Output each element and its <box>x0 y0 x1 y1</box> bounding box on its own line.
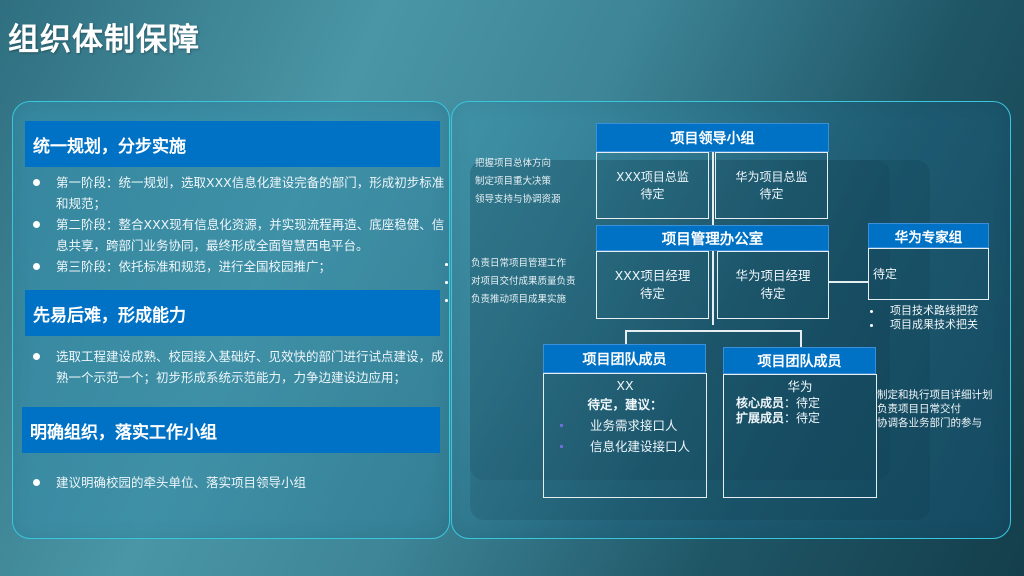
team-xx-header: 项目团队成员 <box>543 344 706 373</box>
team-huawei-box: 华为 核心成员：待定 扩展成员：待定 <box>723 374 877 498</box>
panel-shade <box>470 160 930 520</box>
bullet-icon <box>33 479 40 486</box>
list-item: 第三阶段：依托标准和规范，进行全国校园推广； <box>27 256 447 277</box>
section-bullets-ability: 选取工程建设成熟、校园接入基础好、见效快的部门进行试点建设，成熟一个示范一个；初… <box>27 346 447 388</box>
leadership-xxx-box: XXX项目总监 待定 <box>596 152 709 219</box>
pmo-xxx-box: XXX项目经理 待定 <box>596 251 709 319</box>
connector-line <box>625 330 801 332</box>
team-xx-items: 业务需求接口人 信息化建设接口人 <box>559 415 690 457</box>
section-heading-plan: 统一规划，分步实施 <box>25 121 440 167</box>
expert-group-box: 待定 <box>868 248 989 300</box>
page-title: 组织体制保障 <box>8 22 200 58</box>
bullet-icon <box>33 179 40 186</box>
expert-group-header: 华为专家组 <box>868 223 989 248</box>
bullet-icon <box>445 281 448 284</box>
list-item: 第一阶段：统一规划，选取XXX信息化建设完备的部门，形成初步标准和规范； <box>27 172 447 214</box>
bullet-icon <box>33 263 40 270</box>
bullet-icon <box>870 324 873 327</box>
right-panel <box>451 101 1011 539</box>
section-heading-ability: 先易后难，形成能力 <box>25 290 440 336</box>
bullet-icon <box>445 299 448 302</box>
team-huawei-duties: 制定和执行项目详细计划 负责项目日常交付 协调各业务部门的参与 <box>877 389 993 429</box>
leadership-duties: 把握项目总体方向 制定项目重大决策 领导支持与协调资源 <box>475 158 561 205</box>
leadership-huawei-box: 华为项目总监 待定 <box>715 152 828 219</box>
list-item: 建议明确校园的牵头单位、落实项目领导小组 <box>27 472 447 493</box>
bullet-icon <box>559 424 563 427</box>
bullet-icon <box>870 310 873 313</box>
bullet-icon <box>559 445 563 448</box>
pmo-duties: 负责日常项目管理工作 对项目交付成果质量负责 负责推动项目成果实施 <box>445 255 576 309</box>
list-item: 选取工程建设成熟、校园接入基础好、见效快的部门进行试点建设，成熟一个示范一个；初… <box>27 346 447 388</box>
expert-group-duties: 项目技术路线把控 项目成果技术把关 <box>870 304 978 332</box>
team-xx-box: XX 待定，建议： 业务需求接口人 信息化建设接口人 <box>543 373 707 498</box>
core-members-row: 核心成员：待定 <box>736 396 821 410</box>
pmo-header: 项目管理办公室 <box>596 225 829 251</box>
section-heading-organization: 明确组织，落实工作小组 <box>22 407 440 453</box>
bullet-icon <box>445 263 448 266</box>
leadership-header: 项目领导小组 <box>596 123 829 152</box>
section-bullets-organization: 建议明确校园的牵头单位、落实项目领导小组 <box>27 472 447 493</box>
connector-line <box>625 330 627 345</box>
bullet-icon <box>33 221 40 228</box>
panel-shade <box>470 160 890 480</box>
list-item: 第二阶段：整合XXX现有信息化资源，并实现流程再造、底座稳健、信息共享，跨部门业… <box>27 214 447 256</box>
bullet-icon <box>33 353 40 360</box>
connector-line <box>829 281 869 283</box>
section-bullets-plan: 第一阶段：统一规划，选取XXX信息化建设完备的部门，形成初步标准和规范； 第二阶… <box>27 172 447 277</box>
connector-line <box>800 330 802 347</box>
extended-members-row: 扩展成员：待定 <box>736 411 821 425</box>
team-huawei-header: 项目团队成员 <box>723 347 876 374</box>
pmo-huawei-box: 华为项目经理 待定 <box>717 251 829 319</box>
